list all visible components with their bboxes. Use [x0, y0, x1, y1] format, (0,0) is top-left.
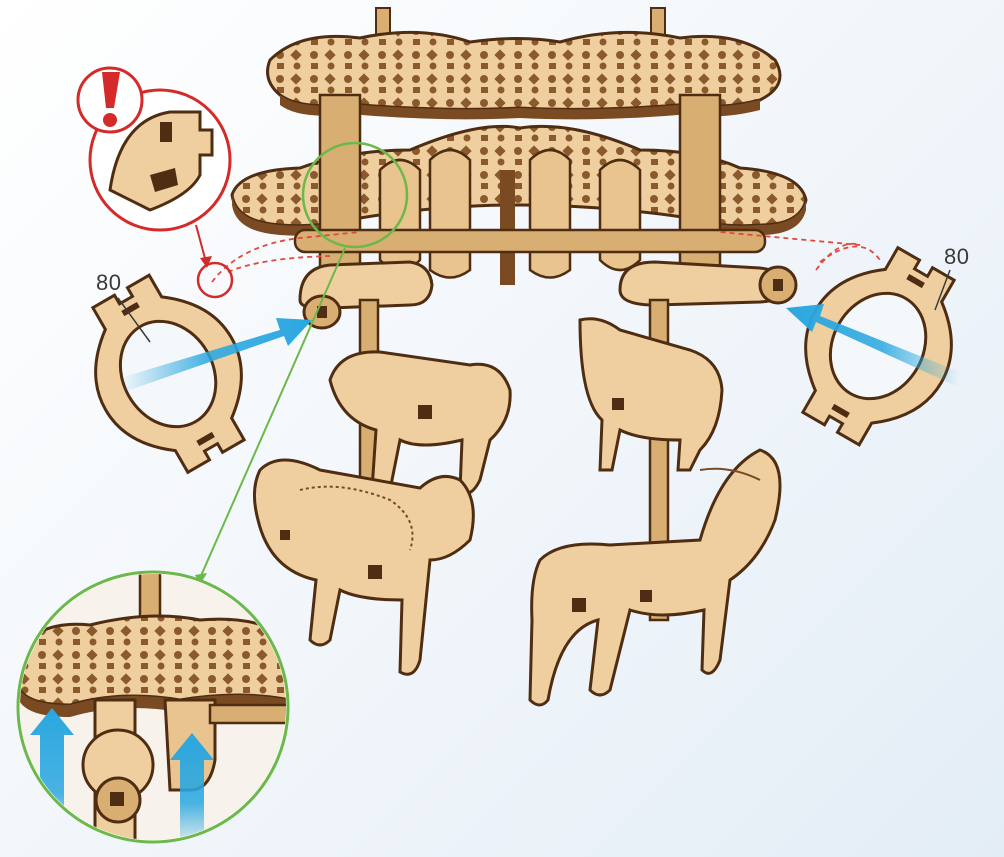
part-number-left: 80: [96, 270, 121, 296]
warning-callout: [78, 68, 232, 297]
part-number-right: 80: [944, 244, 969, 270]
horse-left-upper: [330, 352, 510, 495]
horse-left-lower: [254, 460, 473, 674]
